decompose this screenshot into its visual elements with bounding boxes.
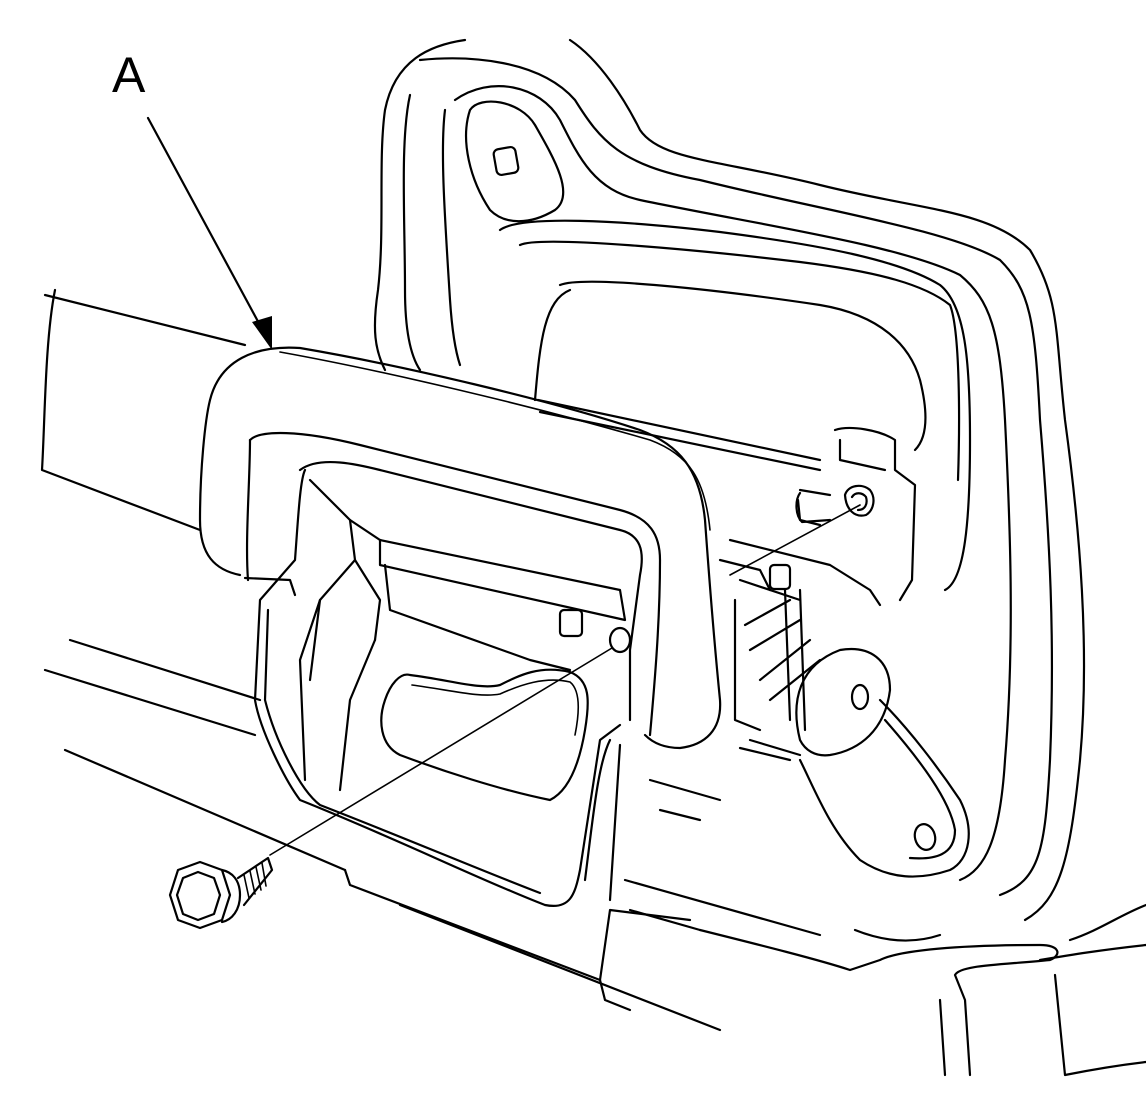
screw-hole-bottom — [913, 823, 937, 851]
callout-leader-line — [146, 116, 270, 342]
bolt-icon — [168, 856, 274, 930]
upper-fastener-leader-line — [729, 504, 861, 576]
screw-hole-top — [492, 145, 520, 177]
callout-a: A — [112, 47, 272, 350]
bolt-leader-line — [269, 647, 613, 856]
handle-bracket — [198, 346, 722, 908]
fastener-leader-lines — [269, 504, 861, 856]
bracket-hole-square — [558, 608, 584, 638]
upper-fastener — [768, 484, 875, 591]
bracket-hole-round — [608, 626, 632, 654]
trim-panel — [40, 38, 1146, 1077]
callout-label: A — [112, 47, 146, 103]
callout-arrowhead — [252, 316, 272, 350]
